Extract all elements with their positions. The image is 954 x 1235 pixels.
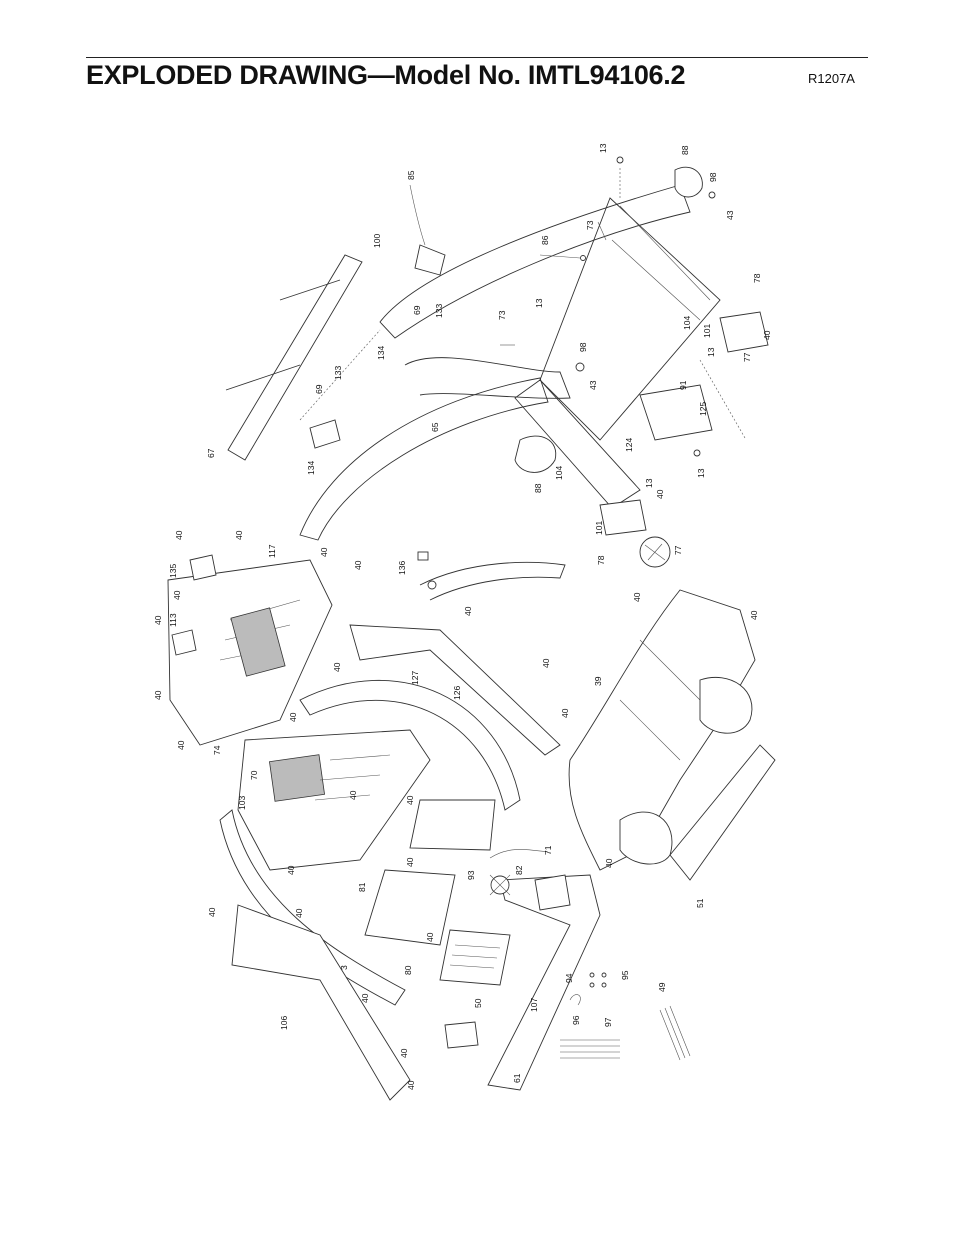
callout-label: 100 bbox=[372, 234, 382, 248]
callout-label: 40 bbox=[294, 908, 304, 918]
hardware-tools bbox=[560, 972, 691, 1061]
callout-label: 69 bbox=[412, 305, 422, 315]
callout-label: 40 bbox=[332, 662, 342, 672]
callout-label: 40 bbox=[541, 658, 551, 668]
drawing-code: R1207A bbox=[808, 71, 855, 86]
callout-label: 40 bbox=[153, 690, 163, 700]
callout-label: 13 bbox=[696, 468, 706, 478]
callout-label: 40 bbox=[176, 740, 186, 750]
callout-label: 40 bbox=[655, 489, 665, 499]
callout-label: 98 bbox=[708, 172, 718, 182]
callout-label: 98 bbox=[578, 342, 588, 352]
callout-label: 13 bbox=[644, 478, 654, 488]
callout-label: 40 bbox=[348, 790, 358, 800]
callout-label: 40 bbox=[360, 993, 370, 1003]
callout-label: 104 bbox=[554, 466, 564, 480]
callout-label: 97 bbox=[603, 1017, 613, 1027]
callout-label: 40 bbox=[399, 1048, 409, 1058]
callout-label: 40 bbox=[463, 606, 473, 616]
callout-label: 80 bbox=[403, 965, 413, 975]
callout-label: 101 bbox=[594, 521, 604, 535]
callout-label: 78 bbox=[752, 273, 762, 283]
callout-label: 104 bbox=[682, 316, 692, 330]
callout-label: 95 bbox=[620, 970, 630, 980]
callout-label: 69 bbox=[314, 384, 324, 394]
callout-label: 96 bbox=[571, 1015, 581, 1025]
upright-frame bbox=[225, 156, 769, 568]
callout-label: 50 bbox=[473, 998, 483, 1008]
callout-label: 93 bbox=[466, 870, 476, 880]
callout-label: 67 bbox=[206, 448, 216, 458]
callout-label: 81 bbox=[357, 882, 367, 892]
callout-label: 134 bbox=[376, 346, 386, 360]
callout-label: 3 bbox=[339, 965, 349, 970]
callout-label: 40 bbox=[749, 610, 759, 620]
callout-label: 117 bbox=[267, 544, 277, 558]
callout-label: 65 bbox=[430, 422, 440, 432]
callout-label: 73 bbox=[497, 310, 507, 320]
callout-label: 135 bbox=[168, 564, 178, 578]
callout-label: 101 bbox=[702, 324, 712, 338]
callout-label: 40 bbox=[353, 560, 363, 570]
callout-label: 133 bbox=[333, 366, 343, 380]
motor-hood bbox=[417, 551, 776, 881]
callout-label: 40 bbox=[207, 907, 217, 917]
header-rule bbox=[86, 57, 868, 58]
callout-label: 107 bbox=[529, 998, 539, 1012]
console-assembly bbox=[167, 554, 601, 1101]
callout-label: 61 bbox=[512, 1073, 522, 1083]
callout-label: 40 bbox=[286, 865, 296, 875]
callout-label: 40 bbox=[604, 858, 614, 868]
callout-label: 70 bbox=[249, 770, 259, 780]
callout-label: 106 bbox=[279, 1016, 289, 1030]
callout-label: 39 bbox=[593, 676, 603, 686]
callout-label: 94 bbox=[564, 973, 574, 983]
callout-label: 85 bbox=[406, 170, 416, 180]
callout-label: 74 bbox=[212, 745, 222, 755]
callout-labels: 13 88 98 43 85 73 86 100 78 69 133 13 73… bbox=[153, 143, 772, 1090]
callout-label: 40 bbox=[234, 530, 244, 540]
callout-label: 40 bbox=[405, 857, 415, 867]
callout-label: 40 bbox=[319, 547, 329, 557]
callout-label: 51 bbox=[695, 898, 705, 908]
callout-label: 49 bbox=[657, 982, 667, 992]
page-title: EXPLODED DRAWING—Model No. IMTL94106.2 bbox=[86, 60, 686, 90]
callout-label: 86 bbox=[540, 235, 550, 245]
callout-label: 13 bbox=[534, 298, 544, 308]
callout-label: 78 bbox=[596, 555, 606, 565]
callout-label: 13 bbox=[598, 143, 608, 153]
callout-label: 43 bbox=[588, 380, 598, 390]
callout-label: 40 bbox=[425, 932, 435, 942]
callout-label: 134 bbox=[306, 461, 316, 475]
callout-label: 40 bbox=[405, 795, 415, 805]
callout-label: 136 bbox=[397, 561, 407, 575]
callout-label: 127 bbox=[410, 671, 420, 685]
callout-label: 71 bbox=[543, 845, 553, 855]
callout-label: 91 bbox=[678, 380, 688, 390]
callout-label: 125 bbox=[698, 402, 708, 416]
callout-label: 124 bbox=[624, 438, 634, 452]
callout-label: 88 bbox=[533, 483, 543, 493]
callout-label: 77 bbox=[742, 352, 752, 362]
callout-label: 88 bbox=[680, 145, 690, 155]
callout-label: 40 bbox=[174, 530, 184, 540]
callout-label: 40 bbox=[560, 708, 570, 718]
callout-label: 13 bbox=[706, 347, 716, 357]
callout-label: 103 bbox=[237, 796, 247, 810]
callout-label: 40 bbox=[288, 712, 298, 722]
callout-label: 126 bbox=[452, 686, 462, 700]
callout-label: 40 bbox=[153, 615, 163, 625]
callout-label: 113 bbox=[168, 613, 178, 627]
callout-label: 40 bbox=[762, 330, 772, 340]
callout-label: 40 bbox=[172, 590, 182, 600]
callout-label: 43 bbox=[725, 210, 735, 220]
callout-label: 77 bbox=[673, 545, 683, 555]
callout-label: 133 bbox=[434, 304, 444, 318]
callout-label: 40 bbox=[406, 1080, 416, 1090]
callout-label: 73 bbox=[585, 220, 595, 230]
callout-label: 40 bbox=[632, 592, 642, 602]
callout-label: 82 bbox=[514, 865, 524, 875]
